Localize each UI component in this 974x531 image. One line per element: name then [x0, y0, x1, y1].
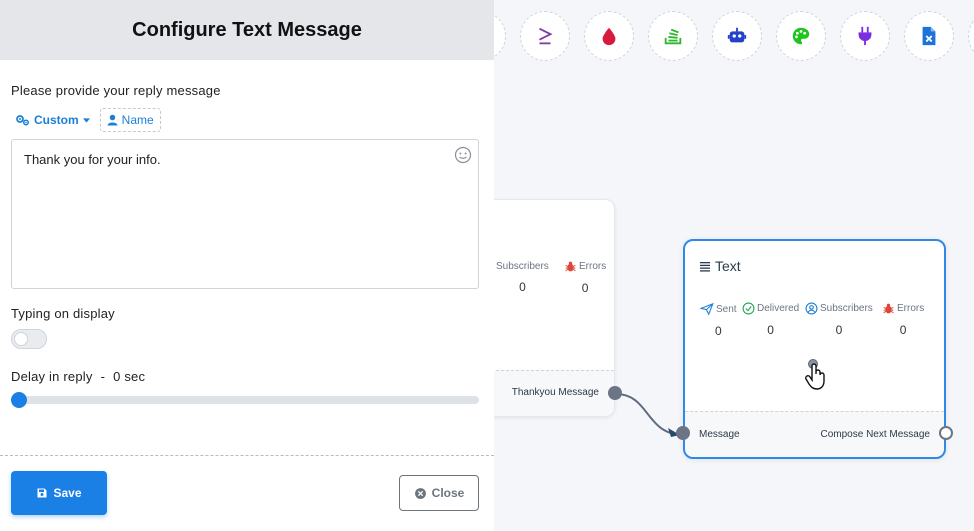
text-node[interactable]: Text Sent 0 Delivered 0 Subscribers 0: [676, 239, 953, 459]
input-port-label: Message: [699, 429, 740, 440]
stat-label: Errors: [579, 261, 607, 272]
stat-label: Sent: [716, 303, 737, 315]
subscribers-stat: Subscribers 0: [805, 302, 873, 337]
sent-stat: Sent 0: [700, 302, 737, 338]
paper-plane-icon: [700, 302, 714, 316]
hand-pointer-icon: [805, 363, 825, 390]
smile-icon[interactable]: [454, 146, 472, 164]
stat-value: 0: [714, 324, 722, 338]
node-title: Text: [699, 258, 741, 274]
output-port-label: Thankyou Message: [511, 387, 599, 398]
node-left-subscribers-stat: Subscribers 0: [496, 261, 549, 294]
delay-slider-thumb[interactable]: [11, 392, 27, 408]
variable-toolbar: Custom Name: [11, 108, 161, 132]
robot-tool-button[interactable]: [712, 11, 762, 61]
drop-tool-button[interactable]: [584, 11, 634, 61]
times-circle-icon: [414, 487, 426, 499]
delivered-stat: Delivered 0: [742, 302, 799, 337]
reply-message-input[interactable]: Thank you for your info.: [11, 139, 479, 289]
save-button[interactable]: Save: [11, 471, 107, 515]
close-button[interactable]: Close: [399, 475, 479, 511]
panel-title: Configure Text Message: [132, 18, 362, 41]
custom-dropdown-button[interactable]: Custom: [11, 110, 94, 130]
palette-tool-button[interactable]: [776, 11, 826, 61]
stat-value: 0: [835, 323, 843, 337]
align-justify-icon: [700, 262, 710, 272]
stack-tool-button[interactable]: [648, 11, 698, 61]
stat-label: Subscribers: [496, 261, 549, 272]
plug-icon: [858, 26, 872, 46]
check-circle-icon: [742, 302, 755, 315]
node-title-text: Text: [715, 258, 741, 274]
stat-value: 0: [767, 323, 774, 337]
user-circle-icon: [805, 302, 818, 315]
save-label: Save: [53, 486, 82, 500]
typing-display-label: Typing on display: [11, 306, 115, 321]
stat-value: 0: [581, 281, 589, 295]
bug-icon: [565, 261, 576, 272]
excel-file-icon: [922, 26, 936, 46]
reply-message-label: Please provide your reply message: [11, 83, 221, 98]
panel-header: Configure Text Message: [0, 0, 494, 60]
greater-equal-tool-button[interactable]: [520, 11, 570, 61]
plug-tool-button[interactable]: [840, 11, 890, 61]
robot-icon: [727, 27, 747, 43]
stack-icon: [664, 28, 682, 45]
close-label: Close: [431, 486, 465, 500]
palette-icon: [792, 27, 810, 45]
bug-icon: [883, 303, 894, 314]
stat-value: 0: [899, 323, 907, 337]
text-node-footer: Message Compose Next Message: [676, 411, 953, 457]
output-port-label: Compose Next Message: [820, 429, 931, 440]
delay-value: 0 sec: [113, 369, 146, 384]
delay-slider-track[interactable]: [11, 396, 479, 404]
footer-divider: [0, 455, 494, 456]
delay-label-text: Delay in reply: [11, 369, 93, 384]
cogs-icon: [16, 115, 29, 126]
name-variable-button[interactable]: Name: [99, 108, 161, 132]
caret-down-icon: [82, 117, 90, 123]
stat-label: Subscribers: [820, 303, 873, 314]
delay-separator: -: [100, 369, 106, 384]
input-port[interactable]: [676, 426, 690, 440]
toggle-knob: [14, 332, 28, 346]
stat-label: Errors: [897, 303, 925, 314]
output-port[interactable]: [608, 386, 622, 400]
name-label: Name: [121, 113, 154, 127]
errors-stat: Errors 0: [882, 302, 924, 337]
greater-equal-icon: [539, 27, 553, 45]
typing-display-toggle[interactable]: [11, 329, 47, 349]
delay-reply-label: Delay in reply - 0 sec: [11, 369, 145, 384]
stat-value: 0: [519, 280, 526, 294]
output-port[interactable]: [939, 426, 953, 440]
stat-label: Delivered: [757, 303, 800, 314]
excel-file-tool-button[interactable]: [904, 11, 954, 61]
save-icon: [37, 488, 47, 498]
user-icon: [107, 114, 118, 126]
node-left-errors-stat: Errors 0: [564, 260, 606, 295]
drop-icon: [602, 27, 616, 46]
custom-label: Custom: [34, 113, 79, 127]
configure-text-panel: Configure Text Message Please provide yo…: [0, 0, 494, 515]
